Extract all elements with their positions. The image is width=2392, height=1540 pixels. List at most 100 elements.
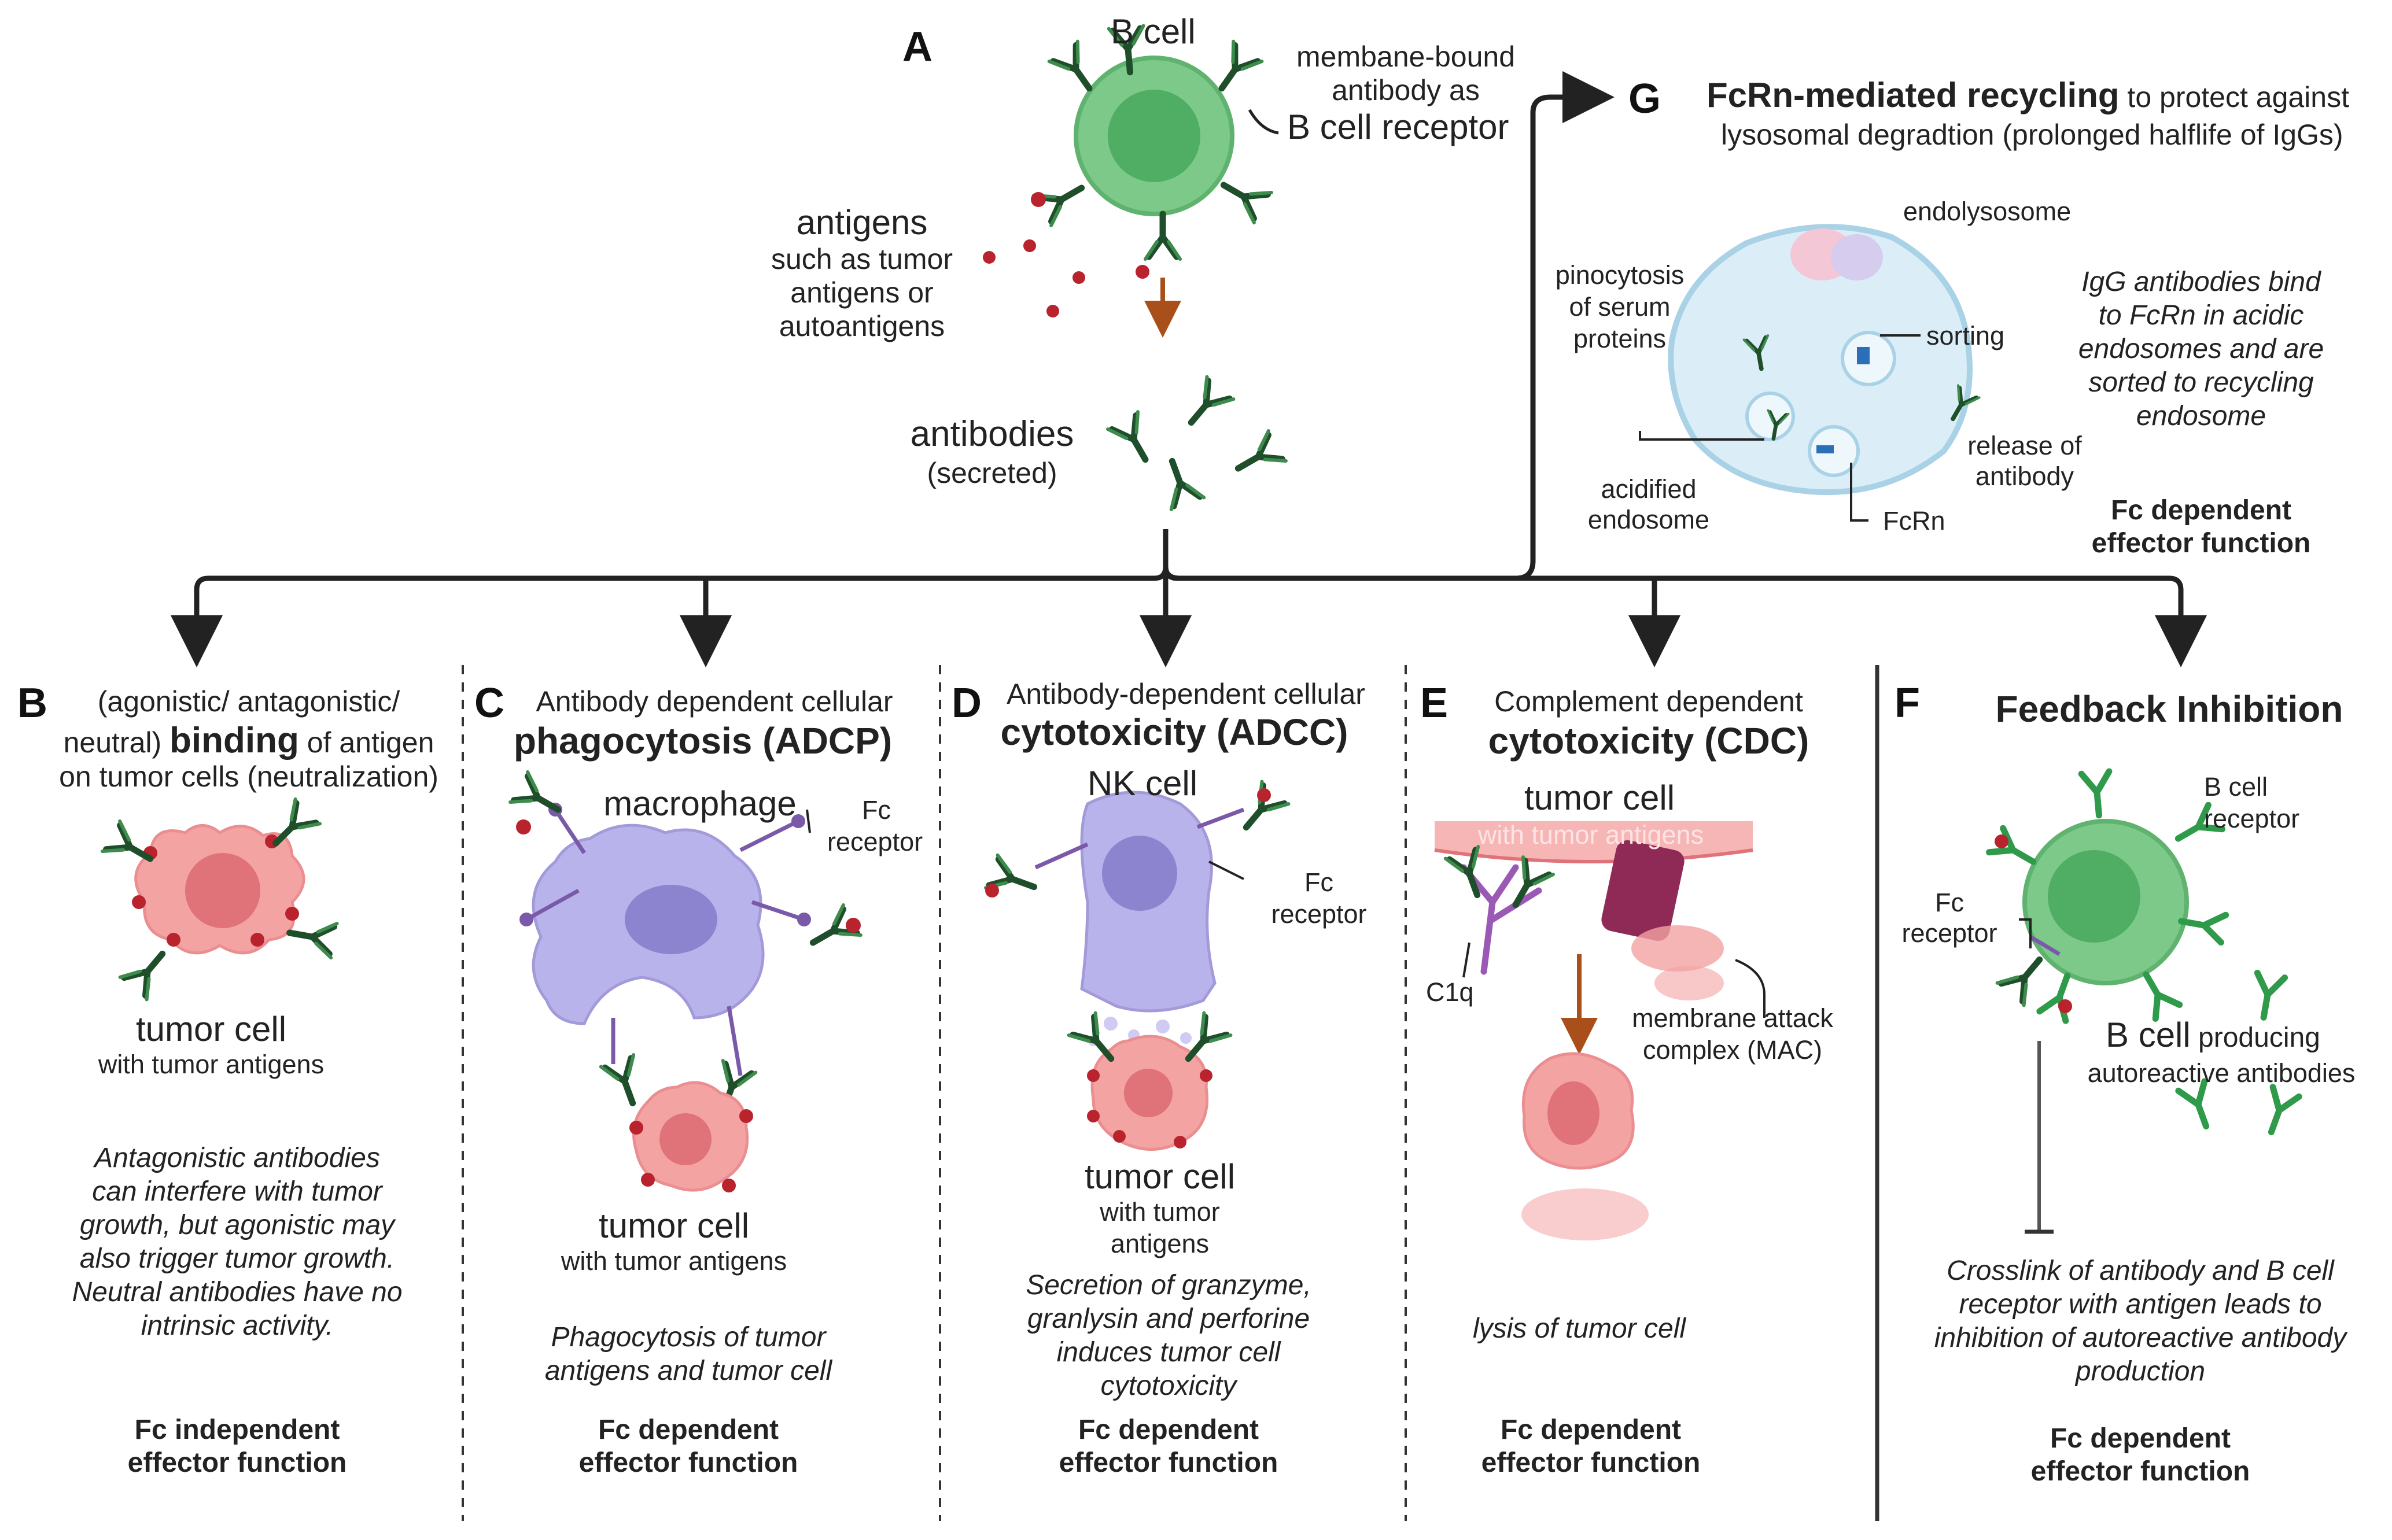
- panel-b-cell-label: tumor cell: [135, 1010, 287, 1048]
- panel-g-title-bold: FcRn-mediated recycling: [1707, 76, 2120, 115]
- panel-c-title-2: phagocytosis (ADCP): [513, 720, 893, 762]
- panel-d-title-2: cytotoxicity (ADCC): [1000, 711, 1348, 753]
- panel-e-cell-label: tumor cell: [1524, 778, 1675, 817]
- panel-d-effector-1: Fc dependent: [1078, 1415, 1259, 1445]
- panel-d-desc-2: granlysin and perforine: [1027, 1303, 1310, 1334]
- nk-cell-icon: [985, 782, 1288, 1046]
- panel-b-title-1: (agonistic/ antagonistic/: [97, 685, 400, 718]
- acidified-label-1: acidified: [1601, 474, 1697, 504]
- panel-b-desc-1: Antagonistic antibodies: [94, 1143, 380, 1173]
- antibodies-label: antibodies: [910, 414, 1074, 454]
- panel-b-desc-2: can interfere with tumor: [92, 1176, 382, 1207]
- panel-f-desc-4: production: [2075, 1356, 2206, 1387]
- panel-label-f: F: [1895, 680, 1920, 726]
- panel-f-producing-small: producing: [2190, 1022, 2320, 1053]
- membrane-antibody-label-2: antibody as: [1332, 74, 1480, 106]
- panel-e-effector-2: effector function: [1481, 1447, 1701, 1478]
- panel-b-title-bold: binding: [169, 721, 299, 760]
- tumor-cell-icon: [1069, 1013, 1231, 1151]
- flow-arrows: [171, 71, 2207, 667]
- membrane-antibody-label-1: membane-bound: [1296, 40, 1516, 73]
- panel-b-title-2: neutral) binding of antigen: [46, 720, 451, 761]
- macrophage-icon: [510, 772, 861, 1115]
- mac-label-1: membrane attack: [1632, 1003, 1833, 1033]
- panel-c-title-1: Antibody dependent cellular: [536, 685, 893, 718]
- antigens-title: antigens: [796, 203, 928, 242]
- panel-label-e: E: [1420, 680, 1449, 726]
- nk-cell-label: NK cell: [1087, 764, 1198, 803]
- panel-f-producing-big: B cell: [2106, 1015, 2191, 1054]
- panel-e-effector-1: Fc dependent: [1500, 1415, 1682, 1445]
- panel-g-desc-1: IgG antibodies bind: [2081, 267, 2321, 297]
- panel-b-desc-3: growth, but agonistic may: [79, 1210, 395, 1240]
- antigens-desc-3: autoantigens: [779, 310, 945, 342]
- panel-f-bcr-2: receptor: [2204, 804, 2300, 833]
- endosome-icon: [1668, 224, 1979, 496]
- sorting-label: sorting: [1926, 321, 2005, 350]
- panel-c-cell-sub: with tumor antigens: [561, 1246, 787, 1276]
- panel-d-cell-label: tumor cell: [1084, 1157, 1236, 1196]
- panel-d-cell-sub-2: antigens: [1110, 1229, 1210, 1258]
- mac-complex-icon: [1601, 840, 1724, 1000]
- panel-b-desc-6: intrinsic activity.: [141, 1310, 334, 1341]
- panel-g-title-rest: to protect against: [2119, 81, 2349, 113]
- tumor-cell-icon: [102, 799, 337, 999]
- panel-c-desc-1: Phagocytosis of tumor: [551, 1322, 826, 1353]
- panel-f-title: Feedback Inhibition: [1995, 688, 2343, 730]
- endolysosome-label: endolysosome: [1903, 197, 2072, 226]
- panel-d-desc-3: induces tumor cell: [1056, 1337, 1281, 1368]
- inhibition-bar: [2025, 1041, 2054, 1234]
- panel-g-title: FcRn-mediated recycling to protect again…: [1707, 75, 2349, 115]
- panel-f-producing: B cell producing: [2106, 1015, 2320, 1055]
- panel-c-desc-2: antigens and tumor cell: [544, 1356, 832, 1386]
- antibody-icon: [1501, 857, 1553, 914]
- panel-d-fc-2: receptor: [1271, 899, 1367, 929]
- fcrn-label: FcRn: [1883, 506, 1945, 536]
- panel-c-cell-label: tumor cell: [598, 1206, 750, 1245]
- panel-f-producing-2: autoreactive antibodies: [2087, 1058, 2356, 1088]
- panel-g-effector-2: effector function: [2091, 528, 2311, 559]
- antigens-desc-2: antigens or: [790, 276, 934, 309]
- panel-c-fc-1: Fc: [862, 795, 891, 825]
- b-cell-icon: [1989, 771, 2299, 1137]
- pinocytosis-label-3: proteins: [1573, 324, 1667, 353]
- panel-g-desc-3: endosomes and are: [2078, 334, 2324, 364]
- mac-label-2: complex (MAC): [1642, 1035, 1823, 1065]
- release-label-2: antibody: [1975, 461, 2074, 491]
- panel-c-effector-2: effector function: [578, 1447, 798, 1478]
- secreted-label: (secreted): [927, 457, 1057, 489]
- c1q-label: C1q: [1426, 977, 1474, 1007]
- panel-f-desc-2: receptor with antigen leads to: [1959, 1289, 2322, 1320]
- panel-label-a: A: [902, 24, 933, 70]
- panel-b-title-3: on tumor cells (neutralization): [59, 760, 438, 793]
- b-cell-icon: [1074, 56, 1234, 216]
- panel-f-bcr-1: B cell: [2204, 772, 2268, 802]
- panel-f-effector-2: effector function: [2030, 1456, 2250, 1487]
- panel-e-cell-sub: with tumor antigens: [1477, 820, 1704, 850]
- panel-d-effector-2: effector function: [1059, 1447, 1278, 1478]
- panel-g-desc-4: sorted to recycling: [2088, 367, 2314, 398]
- panel-f-fc-2: receptor: [1901, 918, 1997, 948]
- panel-dividers: [462, 665, 1879, 1521]
- panel-label-g: G: [1628, 76, 1661, 122]
- panel-label-d: D: [952, 680, 982, 726]
- panel-g-title-line2: lysosomal degradtion (prolonged halflife…: [1721, 119, 2343, 151]
- panel-d-title-1: Antibody-dependent cellular: [1007, 678, 1365, 710]
- panel-d-fc-1: Fc: [1304, 867, 1333, 897]
- panel-label-b: B: [17, 680, 47, 726]
- panel-b-effector-2: effector function: [127, 1447, 347, 1478]
- panel-c-effector-1: Fc dependent: [598, 1415, 779, 1445]
- panel-b-desc-4: also trigger tumor growth.: [79, 1243, 395, 1274]
- tumor-cell-icon: [629, 1081, 753, 1192]
- panel-b-cell-sub: with tumor antigens: [98, 1050, 325, 1079]
- b-cell-label: B cell: [1111, 12, 1196, 51]
- tumor-cell-icon: [1521, 1052, 1649, 1240]
- panel-f-effector-1: Fc dependent: [2050, 1423, 2231, 1454]
- panel-b-title-2a: neutral): [63, 726, 170, 759]
- panel-g-desc-2: to FcRn in acidic: [2098, 300, 2304, 331]
- panel-g-effector-1: Fc dependent: [2110, 495, 2292, 526]
- panel-f-desc-1: Crosslink of antibody and B cell: [1947, 1255, 2334, 1286]
- panel-d-desc-1: Secretion of granzyme,: [1026, 1270, 1311, 1301]
- panel-label-c: C: [474, 680, 504, 726]
